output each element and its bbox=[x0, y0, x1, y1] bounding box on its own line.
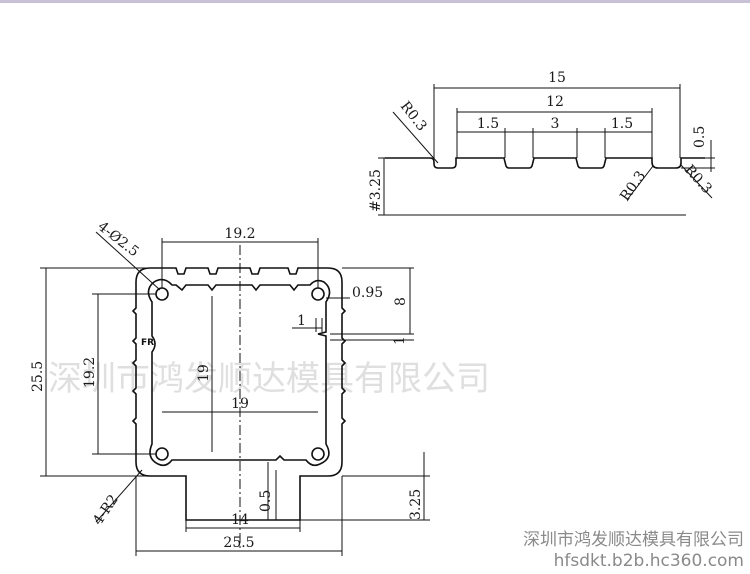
dim-inner-height-left: 19.2 bbox=[82, 357, 98, 388]
dim-radius-left: R0.3 bbox=[397, 99, 430, 135]
dim-pitch-right: 1.5 bbox=[611, 116, 633, 132]
dim-pitch-left: 1.5 bbox=[477, 116, 499, 132]
dim-inner-height-center: 19 bbox=[196, 364, 212, 382]
dim-top-width: 19.2 bbox=[224, 226, 255, 242]
dim-width-inner: 12 bbox=[546, 94, 564, 110]
dim-overall-width: 25.5 bbox=[223, 535, 254, 551]
inner-profile bbox=[147, 278, 331, 467]
hole-top-right bbox=[311, 287, 325, 301]
dim-radius-right-a: R0.3 bbox=[617, 168, 649, 204]
leader-r03-right-b bbox=[679, 163, 713, 199]
dim-foot-height: 0.5 bbox=[258, 490, 274, 512]
outer-profile bbox=[131, 267, 347, 521]
dim-inner-width: 19 bbox=[231, 396, 249, 412]
hole-bottom-left bbox=[155, 447, 169, 461]
dim-slot-height: 8 bbox=[393, 297, 409, 306]
dim-thickness: #3.25 bbox=[368, 169, 384, 212]
dim-width-outer: 15 bbox=[548, 70, 566, 86]
footer-company: 深圳市鸿发顺达模具有限公司 bbox=[523, 530, 744, 550]
top-rule bbox=[0, 0, 750, 3]
dim-foot-offset: 3.25 bbox=[408, 489, 424, 520]
dim-pitch-mid: 3 bbox=[551, 116, 560, 132]
dim-corner-radius: 4-R2 bbox=[90, 492, 122, 528]
dim-groove-depth: 0.5 bbox=[692, 126, 708, 148]
dim-foot-width: 14 bbox=[231, 512, 249, 528]
main-view: FR 4-Ø2.5 19.2 0.95 8 1 1 19.2 19 bbox=[30, 219, 430, 556]
footer-url: hfsdkt.b2b.hc360.com bbox=[554, 551, 744, 571]
hole-bottom-right bbox=[311, 447, 325, 461]
hole-top-left bbox=[155, 287, 169, 301]
dim-hole-callout: 4-Ø2.5 bbox=[95, 219, 142, 261]
dim-tab-depth: 1 bbox=[392, 336, 408, 345]
dim-overall-height: 25.5 bbox=[30, 361, 46, 392]
leader-r2 bbox=[95, 469, 143, 523]
watermark: 深圳市鸿发顺达模具有限公司 bbox=[48, 359, 490, 399]
detail-view: 15 12 1.5 3 1.5 R0.3 R0.3 R0.3 0.5 #3.25 bbox=[368, 70, 715, 216]
dim-tab-width: 1 bbox=[297, 313, 306, 329]
leader-r03-left bbox=[392, 111, 439, 164]
detail-profile bbox=[385, 157, 705, 169]
leader-r03-right-a bbox=[626, 165, 654, 201]
fr-mark: FR bbox=[141, 338, 154, 348]
dim-radius-right-b: R0.3 bbox=[681, 162, 715, 197]
leader-hole bbox=[95, 231, 161, 291]
dim-wall: 0.95 bbox=[352, 285, 383, 301]
